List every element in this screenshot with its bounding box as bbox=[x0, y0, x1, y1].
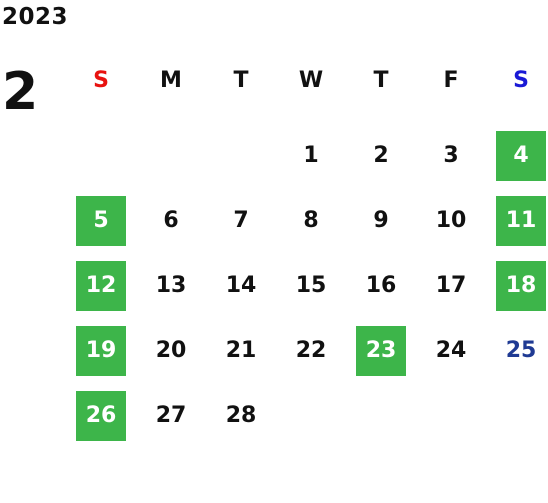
day-23[interactable]: 23 bbox=[356, 325, 406, 376]
day-cell: 5 bbox=[66, 188, 136, 253]
weekday-saturday: S bbox=[513, 68, 529, 93]
year-label: 2023 bbox=[2, 4, 69, 30]
day-cell: 6 bbox=[136, 188, 206, 253]
weekday-monday: M bbox=[160, 68, 182, 93]
day-cell: 7 bbox=[206, 188, 276, 253]
weekday-sunday: S bbox=[93, 68, 109, 93]
day-27[interactable]: 27 bbox=[155, 403, 187, 428]
empty-day-cell bbox=[206, 123, 276, 188]
weekday-wednesday: W bbox=[298, 68, 324, 93]
day-3[interactable]: 3 bbox=[443, 143, 459, 168]
day-18[interactable]: 18 bbox=[496, 260, 546, 311]
day-25[interactable]: 25 bbox=[505, 338, 537, 363]
day-2[interactable]: 2 bbox=[373, 143, 389, 168]
day-12[interactable]: 12 bbox=[76, 260, 126, 311]
day-24[interactable]: 24 bbox=[435, 338, 467, 363]
day-cell: 4 bbox=[486, 123, 548, 188]
day-10[interactable]: 10 bbox=[435, 208, 467, 233]
day-cell: 16 bbox=[346, 253, 416, 318]
day-cell: 10 bbox=[416, 188, 486, 253]
day-cell: 1 bbox=[276, 123, 346, 188]
empty-day-cell bbox=[136, 123, 206, 188]
weekday-thursday: T bbox=[373, 68, 389, 93]
day-cell: 28 bbox=[206, 383, 276, 448]
day-cell: 17 bbox=[416, 253, 486, 318]
day-8[interactable]: 8 bbox=[303, 208, 319, 233]
day-cell: 26 bbox=[66, 383, 136, 448]
day-cell: 20 bbox=[136, 318, 206, 383]
day-13[interactable]: 13 bbox=[155, 273, 187, 298]
day-22[interactable]: 22 bbox=[295, 338, 327, 363]
day-9[interactable]: 9 bbox=[373, 208, 389, 233]
day-cell: 11 bbox=[486, 188, 548, 253]
day-16[interactable]: 16 bbox=[365, 273, 397, 298]
day-28[interactable]: 28 bbox=[225, 403, 257, 428]
day-19[interactable]: 19 bbox=[76, 325, 126, 376]
day-cell: 19 bbox=[66, 318, 136, 383]
day-cell: 2 bbox=[346, 123, 416, 188]
day-cell: 18 bbox=[486, 253, 548, 318]
day-cell: 13 bbox=[136, 253, 206, 318]
day-1[interactable]: 1 bbox=[303, 143, 319, 168]
day-4[interactable]: 4 bbox=[496, 130, 546, 181]
day-cell: 14 bbox=[206, 253, 276, 318]
day-cell: 21 bbox=[206, 318, 276, 383]
day-cell: 3 bbox=[416, 123, 486, 188]
day-cell: 8 bbox=[276, 188, 346, 253]
day-20[interactable]: 20 bbox=[155, 338, 187, 363]
weekday-tuesday: T bbox=[233, 68, 249, 93]
day-21[interactable]: 21 bbox=[225, 338, 257, 363]
day-cell: 24 bbox=[416, 318, 486, 383]
calendar-grid: S M T W T F S 1 2 3 4 5 6 7 8 9 10 11 12… bbox=[66, 58, 548, 448]
day-cell: 22 bbox=[276, 318, 346, 383]
day-17[interactable]: 17 bbox=[435, 273, 467, 298]
day-26[interactable]: 26 bbox=[76, 390, 126, 441]
day-cell: 23 bbox=[346, 318, 416, 383]
day-14[interactable]: 14 bbox=[225, 273, 257, 298]
day-cell: 12 bbox=[66, 253, 136, 318]
day-5[interactable]: 5 bbox=[76, 195, 126, 246]
day-cell: 25 bbox=[486, 318, 548, 383]
day-cell: 9 bbox=[346, 188, 416, 253]
day-11[interactable]: 11 bbox=[496, 195, 546, 246]
day-15[interactable]: 15 bbox=[295, 273, 327, 298]
empty-day-cell bbox=[66, 123, 136, 188]
day-cell: 27 bbox=[136, 383, 206, 448]
month-label: 2 bbox=[2, 62, 39, 122]
day-cell: 15 bbox=[276, 253, 346, 318]
day-6[interactable]: 6 bbox=[163, 208, 179, 233]
day-7[interactable]: 7 bbox=[233, 208, 249, 233]
weekday-friday: F bbox=[443, 68, 459, 93]
